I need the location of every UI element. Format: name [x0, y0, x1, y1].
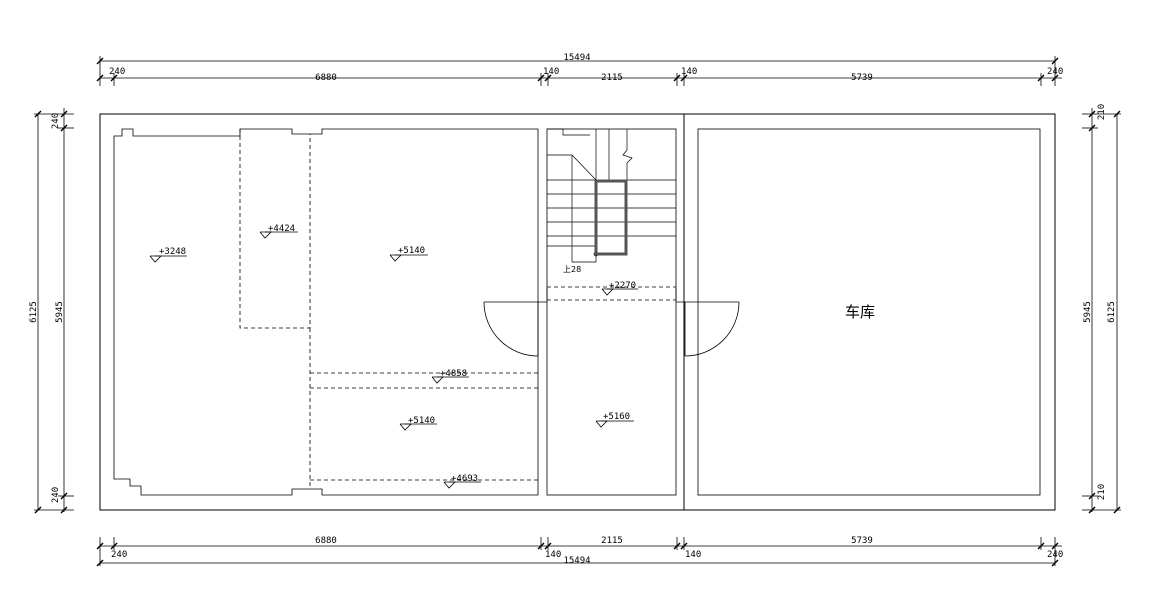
stair-flight	[547, 128, 676, 263]
door-left	[483, 301, 547, 357]
top-dim-240-left: 240	[109, 67, 125, 77]
level-label: +4424	[268, 224, 295, 234]
level-label: +4858	[440, 369, 467, 379]
level-label: +4693	[451, 474, 478, 484]
left-dimension-chain: 6125 5945 240 240	[29, 108, 74, 514]
top-dim-2115: 2115	[601, 73, 623, 83]
top-dim-140-a: 140	[543, 67, 559, 77]
level-label: +5140	[408, 416, 435, 426]
bottom-dim-6880: 6880	[315, 536, 337, 546]
top-dimension-chain: 15494 240 6880 140 2115 140 5739 240	[96, 53, 1063, 86]
right-dimension-chain: 5945 6125 210 210	[1082, 104, 1121, 514]
level-label: +5140	[398, 246, 425, 256]
level-marker-4: +2270	[601, 281, 638, 296]
right-bottom-dim: 210	[1097, 484, 1107, 500]
right-top-dim: 210	[1097, 104, 1107, 120]
bottom-dim-140-b: 140	[685, 550, 701, 560]
left-block-outline	[113, 128, 539, 496]
level-marker-1: +3248	[149, 247, 187, 263]
right-total-dim: 6125	[1107, 301, 1117, 323]
level-label: +2270	[609, 281, 636, 291]
level-marker-3: +5140	[389, 246, 428, 262]
top-dim-6880: 6880	[315, 73, 337, 83]
level-marker-6: +5140	[399, 416, 437, 431]
dashed-partitions	[239, 129, 676, 489]
outer-walls	[99, 113, 1056, 511]
top-total-dim: 15494	[563, 53, 590, 63]
level-marker-5: +4858	[431, 369, 469, 384]
stair-up-label: 上28	[563, 265, 581, 274]
left-inner-dim: 5945	[55, 301, 65, 323]
left-bottom-dim: 240	[51, 487, 61, 503]
bottom-dim-240-left: 240	[111, 550, 127, 560]
bottom-dim-5739: 5739	[851, 536, 873, 546]
left-total-dim: 6125	[29, 301, 39, 323]
bottom-dim-140-a: 140	[545, 550, 561, 560]
level-marker-7: +5160	[595, 412, 634, 428]
bottom-dim-2115: 2115	[601, 536, 623, 546]
level-marker-8: +4693	[443, 474, 481, 489]
stair-hall-outline	[546, 128, 677, 496]
top-dim-140-b: 140	[681, 67, 697, 77]
level-label: +5160	[603, 412, 630, 422]
door-right	[676, 301, 740, 357]
bottom-dim-240-right: 240	[1047, 550, 1063, 560]
top-dim-240-right: 240	[1047, 67, 1063, 77]
garage-label: 车库	[845, 303, 875, 321]
bottom-dimension-chain: 6880 2115 5739 240 140 140 240 15494	[96, 536, 1063, 567]
right-inner-dim: 5945	[1083, 301, 1093, 323]
left-top-dim: 240	[51, 113, 61, 129]
stair-well	[594, 179, 628, 256]
garage-outline	[697, 128, 1041, 496]
level-label: +3248	[159, 247, 186, 257]
level-marker-2: +4424	[259, 224, 298, 239]
bottom-total-dim: 15494	[563, 556, 590, 566]
top-dim-5739: 5739	[851, 73, 873, 83]
